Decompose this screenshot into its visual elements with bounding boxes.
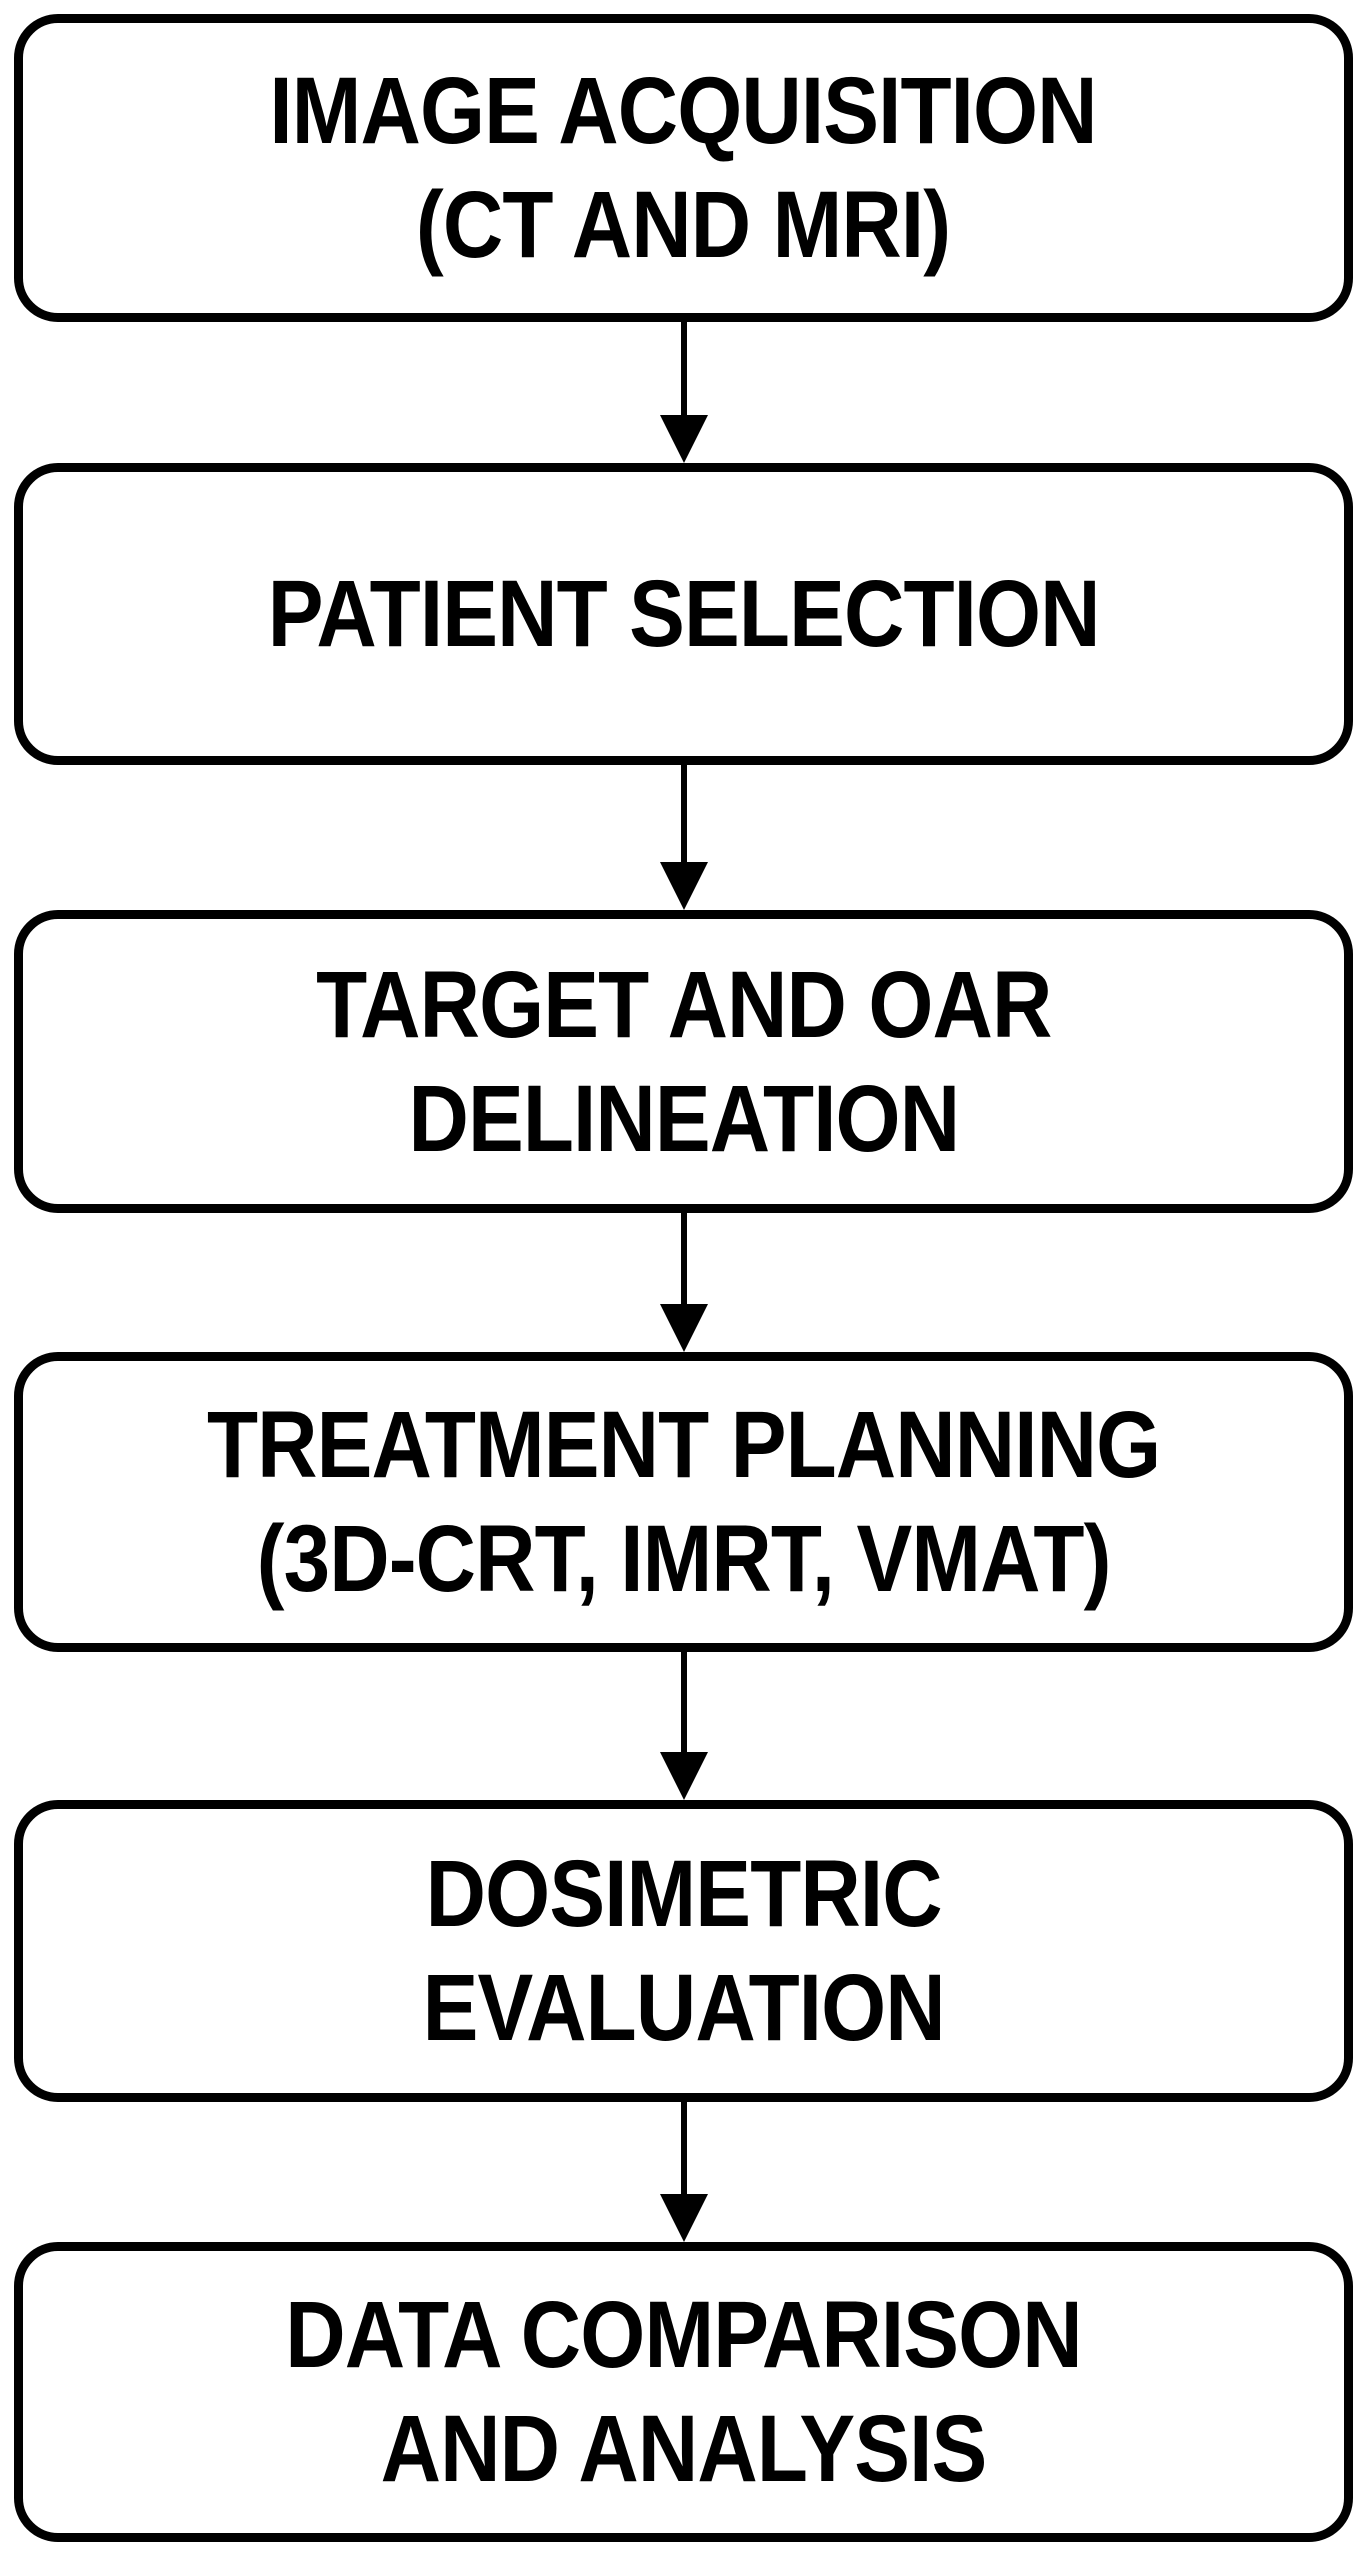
node-text-line2: (CT AND MRI) [416,172,951,278]
node-text-line2: DELINEATION [408,1065,960,1172]
flow-node-patient-selection: PATIENT SELECTION [14,463,1353,765]
node-text-line1: DATA COMPARISON [285,2282,1082,2388]
node-text-line1: TREATMENT PLANNING [206,1392,1161,1498]
arrow-down-icon [659,862,708,910]
node-text-line1: DOSIMETRIC [425,1841,942,1947]
arrow-shaft [680,322,687,415]
flow-node-label: TARGET AND OAR DELINEATION [315,948,1052,1176]
arrow-down-icon [659,415,708,463]
flow-node-image-acquisition: IMAGE ACQUISITION (CT AND MRI) [14,14,1353,322]
flow-node-label: TREATMENT PLANNING (3D-CRT, IMRT, VMAT) [206,1388,1161,1616]
flow-node-label: DOSIMETRIC EVALUATION [422,1837,945,2065]
flow-node-data-comparison-analysis: DATA COMPARISON AND ANALYSIS [14,2242,1353,2542]
node-text-line1: TARGET AND OAR [315,951,1052,1058]
arrow-shaft [680,765,687,862]
flow-node-label: PATIENT SELECTION [267,557,1101,671]
flow-node-label: DATA COMPARISON AND ANALYSIS [285,2278,1082,2506]
flow-arrow-5 [0,2102,1367,2242]
arrow-down-icon [659,1752,708,1800]
flow-arrow-1 [0,322,1367,463]
flow-arrow-4 [0,1652,1367,1800]
flow-arrow-3 [0,1213,1367,1352]
node-text-line2: AND ANALYSIS [380,2396,988,2502]
arrow-shaft [680,1652,687,1752]
node-text-line1: PATIENT SELECTION [267,561,1101,667]
flow-node-label: IMAGE ACQUISITION (CT AND MRI) [269,54,1098,282]
node-text-line2: EVALUATION [422,1955,945,2061]
node-text-line1: IMAGE ACQUISITION [269,58,1098,164]
node-text-line2: (3D-CRT, IMRT, VMAT) [256,1506,1112,1612]
arrow-shaft [680,2102,687,2194]
flow-node-treatment-planning: TREATMENT PLANNING (3D-CRT, IMRT, VMAT) [14,1352,1353,1652]
flow-arrow-2 [0,765,1367,910]
flow-node-dosimetric-evaluation: DOSIMETRIC EVALUATION [14,1800,1353,2102]
flow-node-target-oar-delineation: TARGET AND OAR DELINEATION [14,910,1353,1213]
arrow-down-icon [659,2194,708,2242]
arrow-shaft [680,1213,687,1304]
arrow-down-icon [659,1304,708,1352]
